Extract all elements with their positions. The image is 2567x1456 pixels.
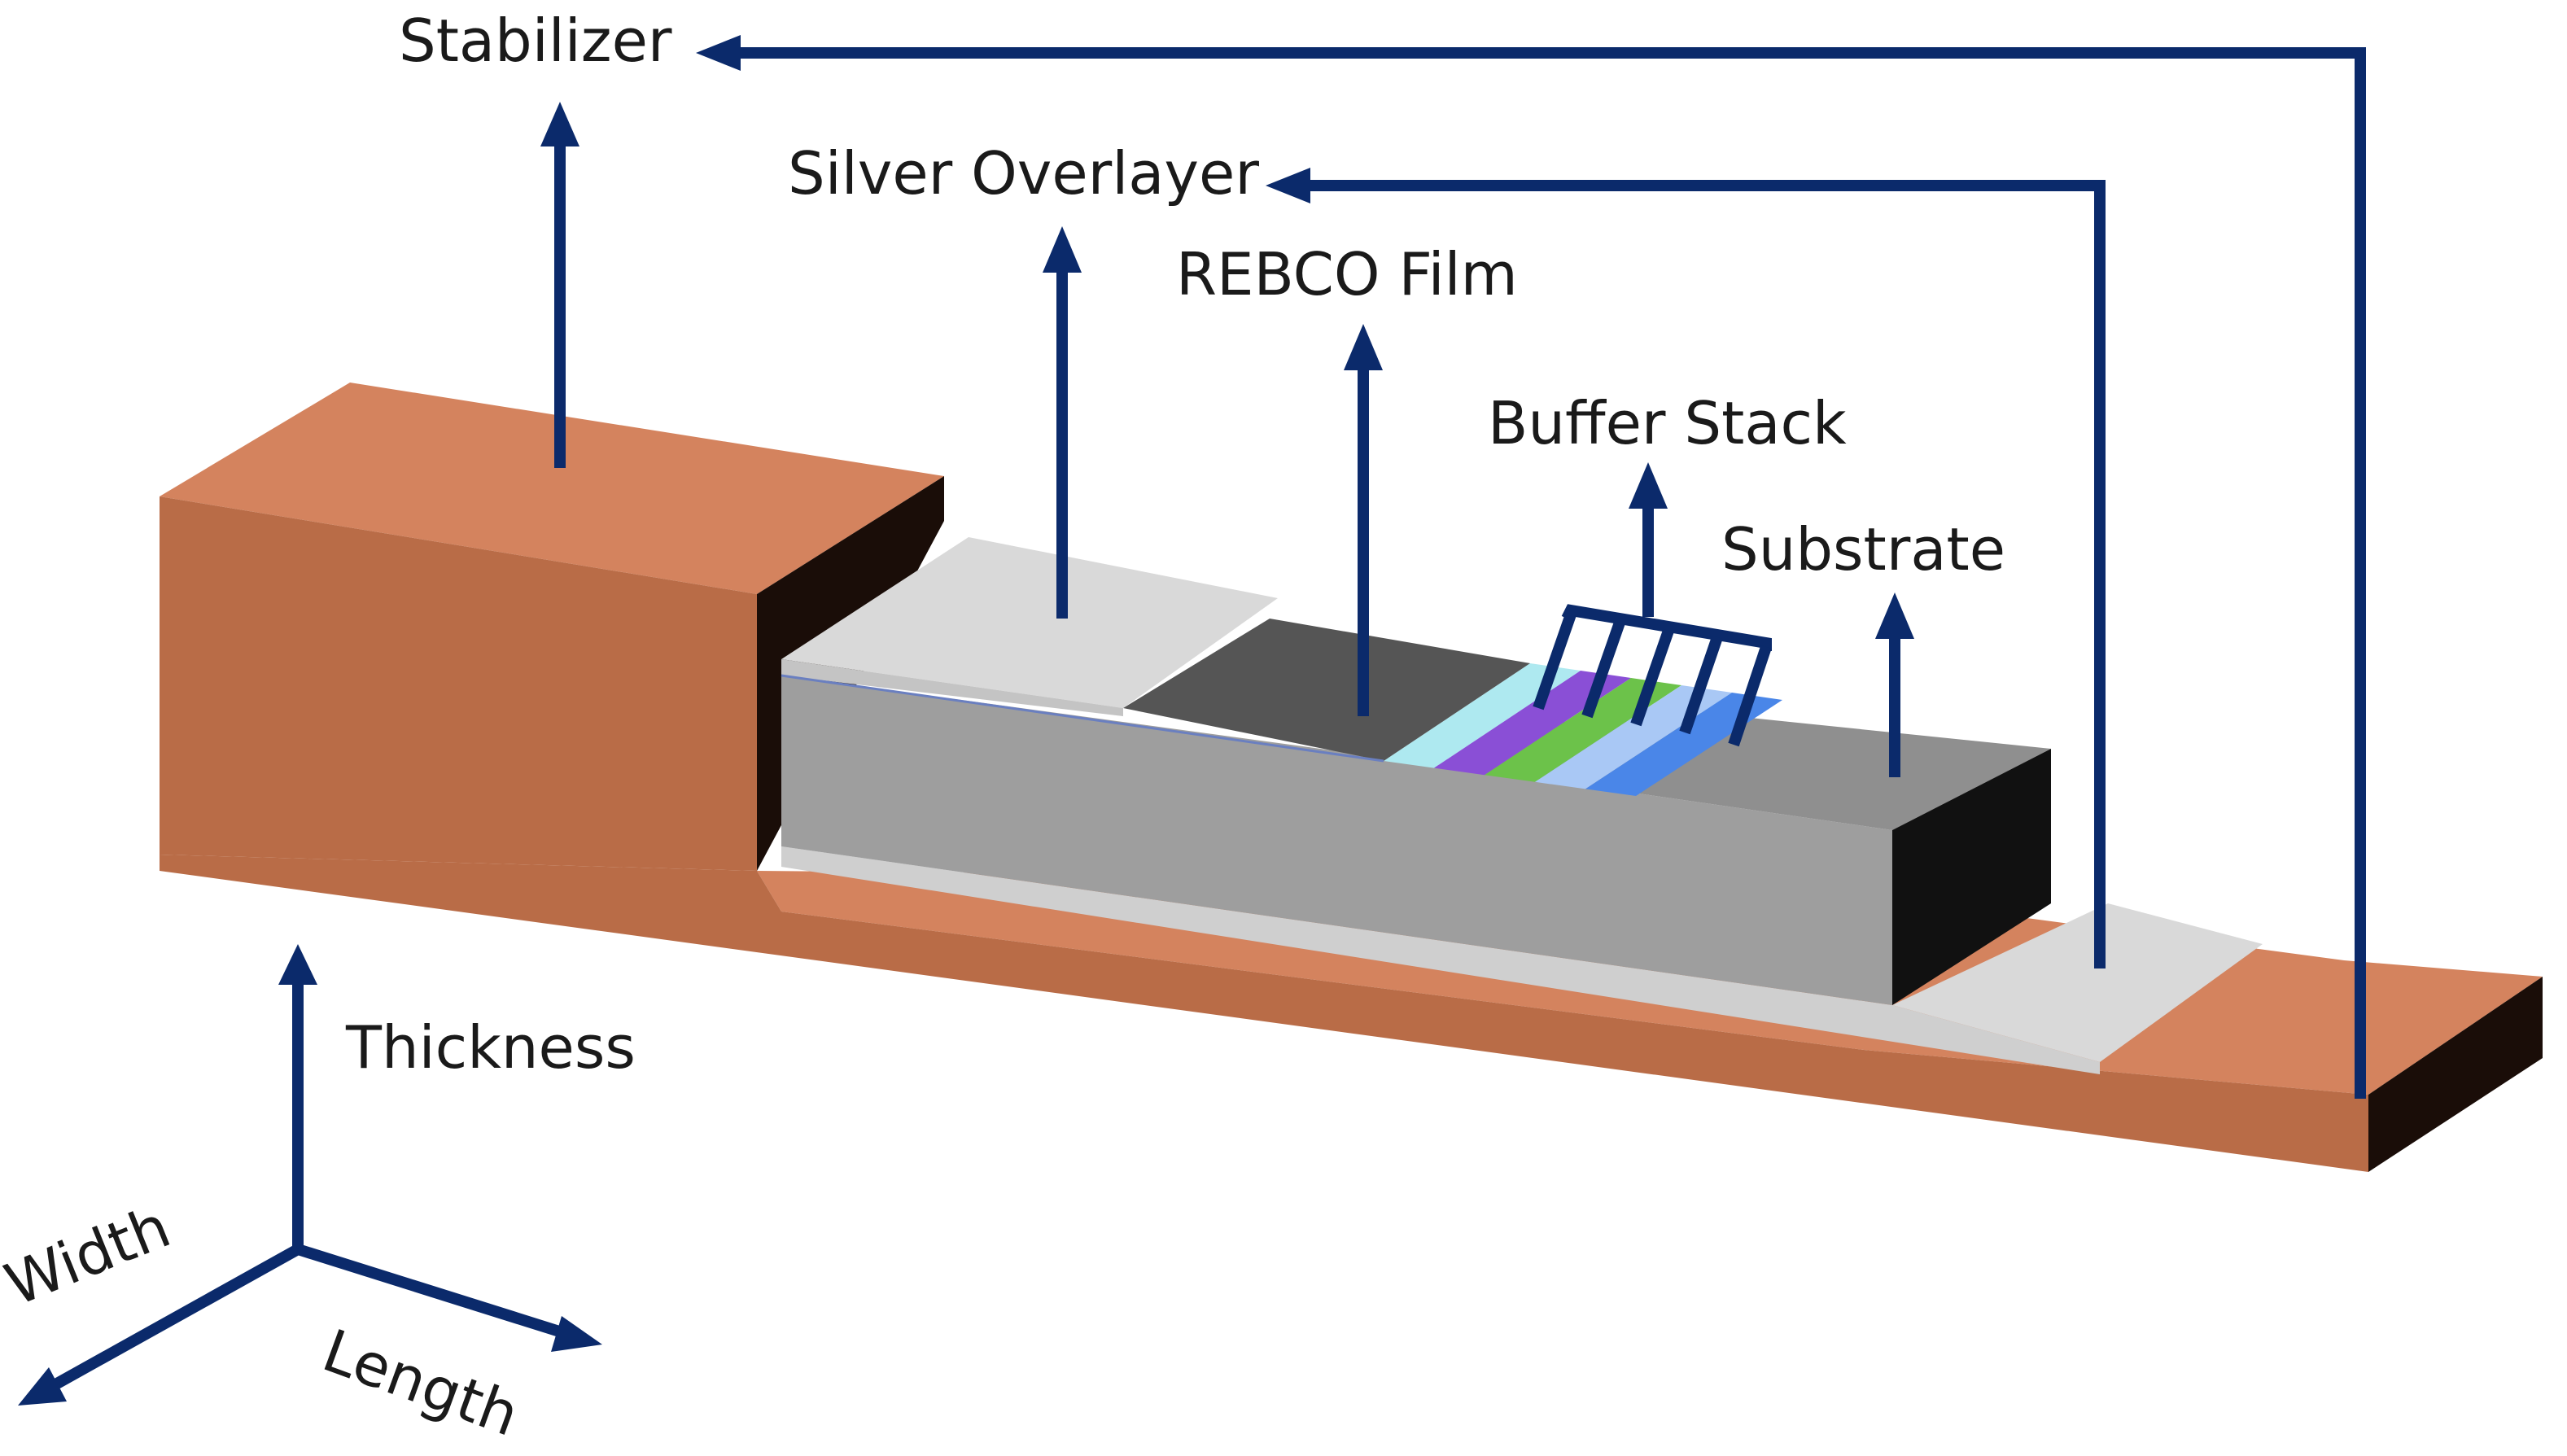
- buffer-layer-stripe: [1384, 663, 1581, 768]
- silver-overlayer-bracket: [1302, 180, 2106, 968]
- length-axis-head: [551, 1316, 602, 1352]
- buffer-stack-label: Buffer Stack: [1488, 389, 1847, 457]
- buffer-layer-stripe: [1485, 678, 1681, 782]
- stabilizer-block-front: [160, 496, 757, 871]
- silver-overlayer-bracket-head: [1266, 168, 1310, 203]
- buffer-layer-stripe: [1585, 693, 1782, 796]
- stabilizer-arrow-head: [540, 102, 579, 146]
- stabilizer-label: Stabilizer: [399, 7, 672, 75]
- silver-overlayer-edge: [781, 659, 1123, 716]
- buffer-layer-stripe: [1434, 671, 1631, 776]
- thickness-axis-head: [278, 944, 317, 985]
- substrate-front: [781, 676, 1892, 1005]
- stabilizer-base-end: [2368, 977, 2543, 1172]
- rebco-film-top: [1123, 619, 1530, 761]
- stabilizer-bracket: [732, 47, 2366, 1099]
- width-axis: [54, 1244, 301, 1389]
- buffer-layer-stripe: [1535, 685, 1732, 789]
- silver-overlayer-label: Silver Overlayer: [788, 139, 1259, 208]
- stabilizer-block-top: [160, 383, 944, 594]
- stabilizer-bracket-head: [696, 35, 741, 71]
- rebco-film-arrow-head: [1344, 324, 1383, 370]
- silver-overlayer-arrow-head: [1043, 226, 1082, 273]
- length-axis: [295, 1244, 572, 1340]
- buffer-stack-comb-teeth: [1533, 612, 1772, 747]
- substrate-label: Substrate: [1721, 515, 2005, 584]
- silver-overlayer-top: [781, 537, 1278, 708]
- rebco-film-label: REBCO Film: [1176, 240, 1518, 308]
- width-axis-head: [18, 1367, 67, 1406]
- stabilizer-base-front: [160, 855, 2368, 1172]
- thickness-label: Thickness: [345, 1013, 636, 1082]
- substrate-side: [1892, 749, 2051, 1005]
- length-label: Length: [314, 1316, 527, 1449]
- width-label: Width: [0, 1192, 179, 1319]
- buffer-stack-layers: [1384, 663, 1782, 796]
- silver-bottom-front: [781, 846, 2100, 1074]
- buffer-stack-arrow-head: [1629, 462, 1668, 509]
- substrate-arrow-head: [1875, 592, 1914, 639]
- silver-bottom-top: [1892, 903, 2263, 1062]
